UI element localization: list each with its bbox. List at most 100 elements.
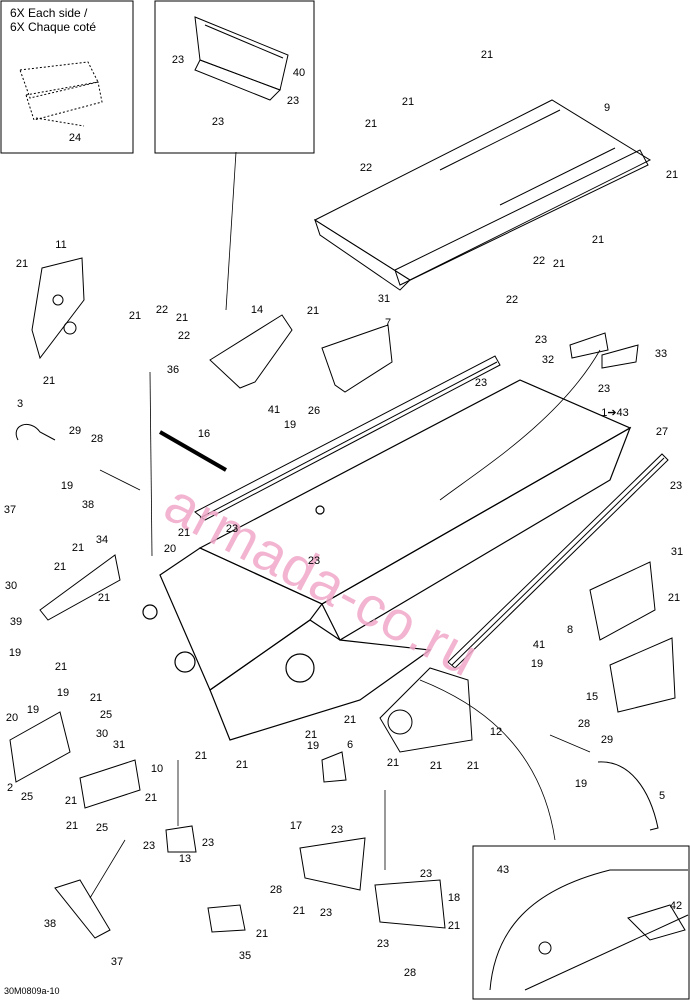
callout: 20 [163,543,177,555]
callout: 21 [401,96,415,108]
callout: 21 [255,928,269,940]
callout: 21 [65,820,79,832]
inset-panel-outline [19,61,103,127]
callout: 22 [359,162,373,174]
part-33-bracket [601,344,639,369]
callout: 21 [144,792,158,804]
callout: 28 [403,967,417,979]
part-35-bracket [207,904,246,933]
callout: 19 [56,687,70,699]
callout: 42 [669,900,683,912]
callout: 21 [71,542,85,554]
callout: 17 [289,820,303,832]
callout: 23 [201,837,215,849]
callout: 19 [574,778,588,790]
callout: 15 [585,691,599,703]
callout: 25 [20,791,34,803]
callout: 21 [667,592,681,604]
callout: 21 [429,760,443,772]
callout: 29 [600,734,614,746]
callout: 21 [194,750,208,762]
callout: 26 [307,405,321,417]
callout: 23 [171,54,185,66]
inset-tunnel-detail [489,869,689,991]
part-13-bracket [165,825,197,853]
callout: 20 [5,712,19,724]
inset-box-top-center [154,0,315,154]
callout: 21 [304,729,318,741]
inset-box-top-left [0,0,134,154]
callout: 21 [53,561,67,573]
callout: 23 [597,383,611,395]
callout: 21 [480,49,494,61]
callout: 31 [377,293,391,305]
callout: 21 [306,305,320,317]
part-12-plate [379,667,473,753]
callout: 25 [95,822,109,834]
callout: 28 [90,433,104,445]
callout: 33 [654,348,668,360]
callout: 3 [16,398,24,410]
callout: 1➔43 [601,407,629,419]
callout: 23 [211,116,225,128]
part-10-bracket [79,759,141,809]
callout: 24 [68,132,82,144]
callout: 18 [447,892,461,904]
part-32-bracket [569,332,609,359]
callout: 16 [197,428,211,440]
part-3-cable [15,423,56,441]
callout: 43 [496,864,510,876]
callout: 11 [55,239,67,251]
callout: 23 [142,840,156,852]
callout: 21 [128,310,142,322]
callout: 37 [110,956,124,968]
callout: 32 [541,354,555,366]
callout: 19 [283,419,297,431]
callout: 21 [343,714,357,726]
callout: 28 [269,884,283,896]
callout: 21 [591,234,605,246]
callout: 21 [292,905,306,917]
callout: 31 [112,739,126,751]
callout: 7 [384,317,392,329]
callout: 21 [54,661,68,673]
callout: 38 [43,918,57,930]
part-8-bracket [589,561,656,641]
inset-note-english: 6X Each side / [10,6,88,20]
callout: 23 [669,480,683,492]
callout: 22 [505,294,519,306]
part-9-rail [313,99,652,291]
part-26-track [194,355,501,521]
tunnel-main [142,379,632,741]
callout: 23 [534,334,548,346]
callout: 21 [386,757,400,769]
callout: 41 [267,404,281,416]
callout: 21 [175,312,189,324]
callout: 22 [177,330,191,342]
callout: 21 [64,795,78,807]
callout: 21 [97,592,111,604]
callout: 22 [532,255,546,267]
part-2-bracket [9,711,71,783]
callout: 19 [8,647,22,659]
callout: 12 [489,726,503,738]
callout: 27 [655,426,669,438]
callout: 29 [68,425,82,437]
part-14-bracket [209,314,293,389]
callout: 23 [330,824,344,836]
callout: 2 [6,782,14,794]
callout: 21 [552,258,566,270]
callout: 10 [150,763,164,775]
callout: 40 [292,67,306,79]
callout: 22 [155,304,169,316]
inset-box-bottom-right [472,845,690,1000]
callout: 37 [3,504,17,516]
callout: 36 [166,364,180,376]
part-40-bracket [194,16,289,101]
callout: 38 [81,499,95,511]
callout: 41 [532,639,546,651]
callout: 19 [26,704,40,716]
callout: 19 [60,480,74,492]
callout: 21 [42,375,56,387]
callout: 23 [286,95,300,107]
